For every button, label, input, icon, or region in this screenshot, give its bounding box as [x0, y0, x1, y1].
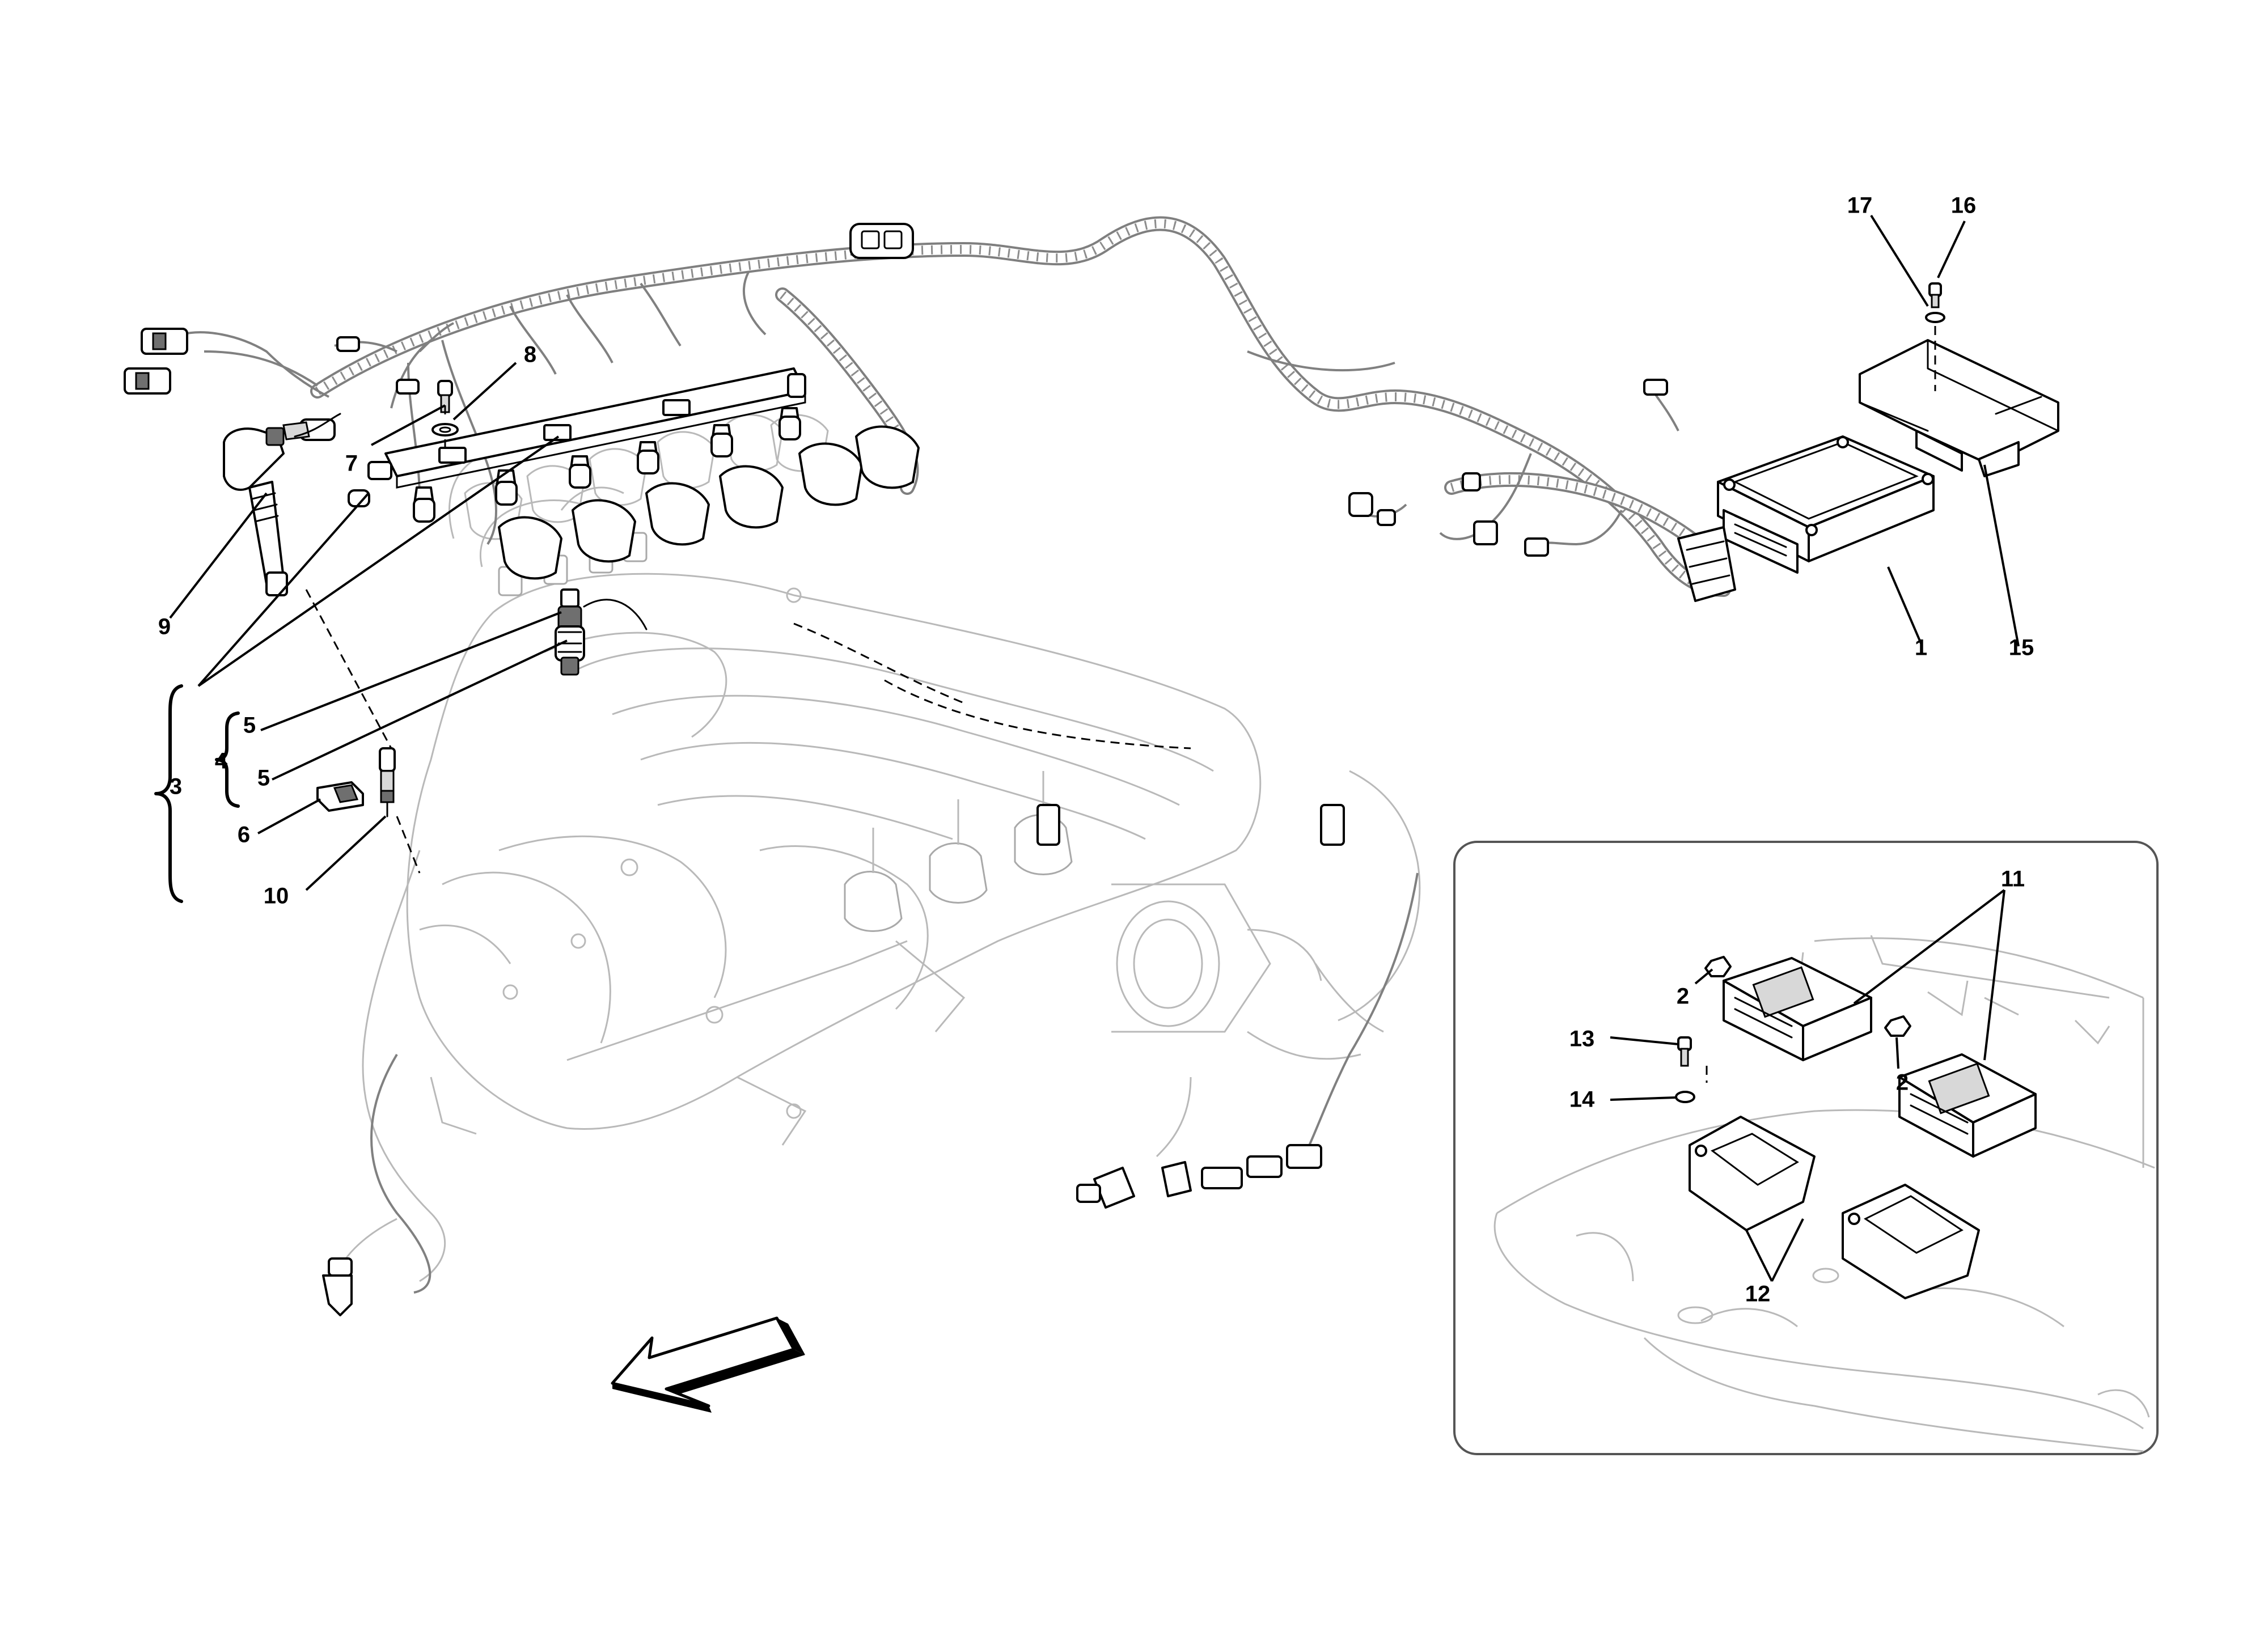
ecu-unit [1717, 435, 1935, 574]
lower-left-sensor [322, 1053, 431, 1316]
bracket-screw-washer [1925, 282, 1945, 391]
callout-3: 3 [170, 774, 182, 799]
group-brace-3 [154, 684, 183, 903]
callout-4: 4 [215, 749, 228, 774]
lambda-sensor [1076, 872, 1419, 1209]
ignition-coil [223, 413, 341, 596]
callout-5-lower: 5 [257, 766, 270, 791]
callout-5-upper: 5 [243, 713, 256, 738]
callout-14: 14 [1569, 1087, 1595, 1112]
callout-labels: 1 15 17 16 9 3 4 5 5 6 10 7 8 11 12 2 2 … [158, 193, 2034, 1307]
callout-15: 15 [2009, 635, 2034, 660]
callout-2-left: 2 [1677, 984, 1689, 1009]
ecu-connector [1677, 526, 1736, 602]
ecu-mounting-detail [1453, 841, 2159, 1455]
callout-2-right: 2 [1896, 1070, 1909, 1095]
ecu-bracket [1859, 339, 2059, 477]
fuel-injectors [413, 407, 801, 523]
callout-12: 12 [1745, 1282, 1771, 1307]
callout-13: 13 [1569, 1027, 1595, 1052]
injector-connectors [498, 425, 920, 580]
injector-assembly [555, 588, 648, 676]
callout-11: 11 [2001, 867, 2025, 892]
callout-9: 9 [158, 615, 171, 639]
callout-8: 8 [524, 342, 536, 367]
harness-connectors-left [124, 328, 1668, 846]
callout-17: 17 [1847, 193, 1873, 218]
group-brace-4 [215, 711, 240, 808]
engine-block-ghost [333, 414, 1421, 1282]
callout-6: 6 [238, 823, 250, 848]
leader-lines [169, 214, 2020, 1282]
callout-10: 10 [264, 884, 289, 909]
clip [316, 781, 364, 812]
harness-connector-top [849, 223, 914, 259]
callout-1: 1 [1915, 635, 1927, 660]
callout-16: 16 [1951, 193, 1977, 218]
assembly-axes [305, 405, 1191, 874]
fuel-rail [367, 367, 806, 489]
callout-7: 7 [345, 451, 358, 476]
front-direction-arrow-icon [611, 1316, 805, 1413]
spark-plug [379, 747, 396, 817]
